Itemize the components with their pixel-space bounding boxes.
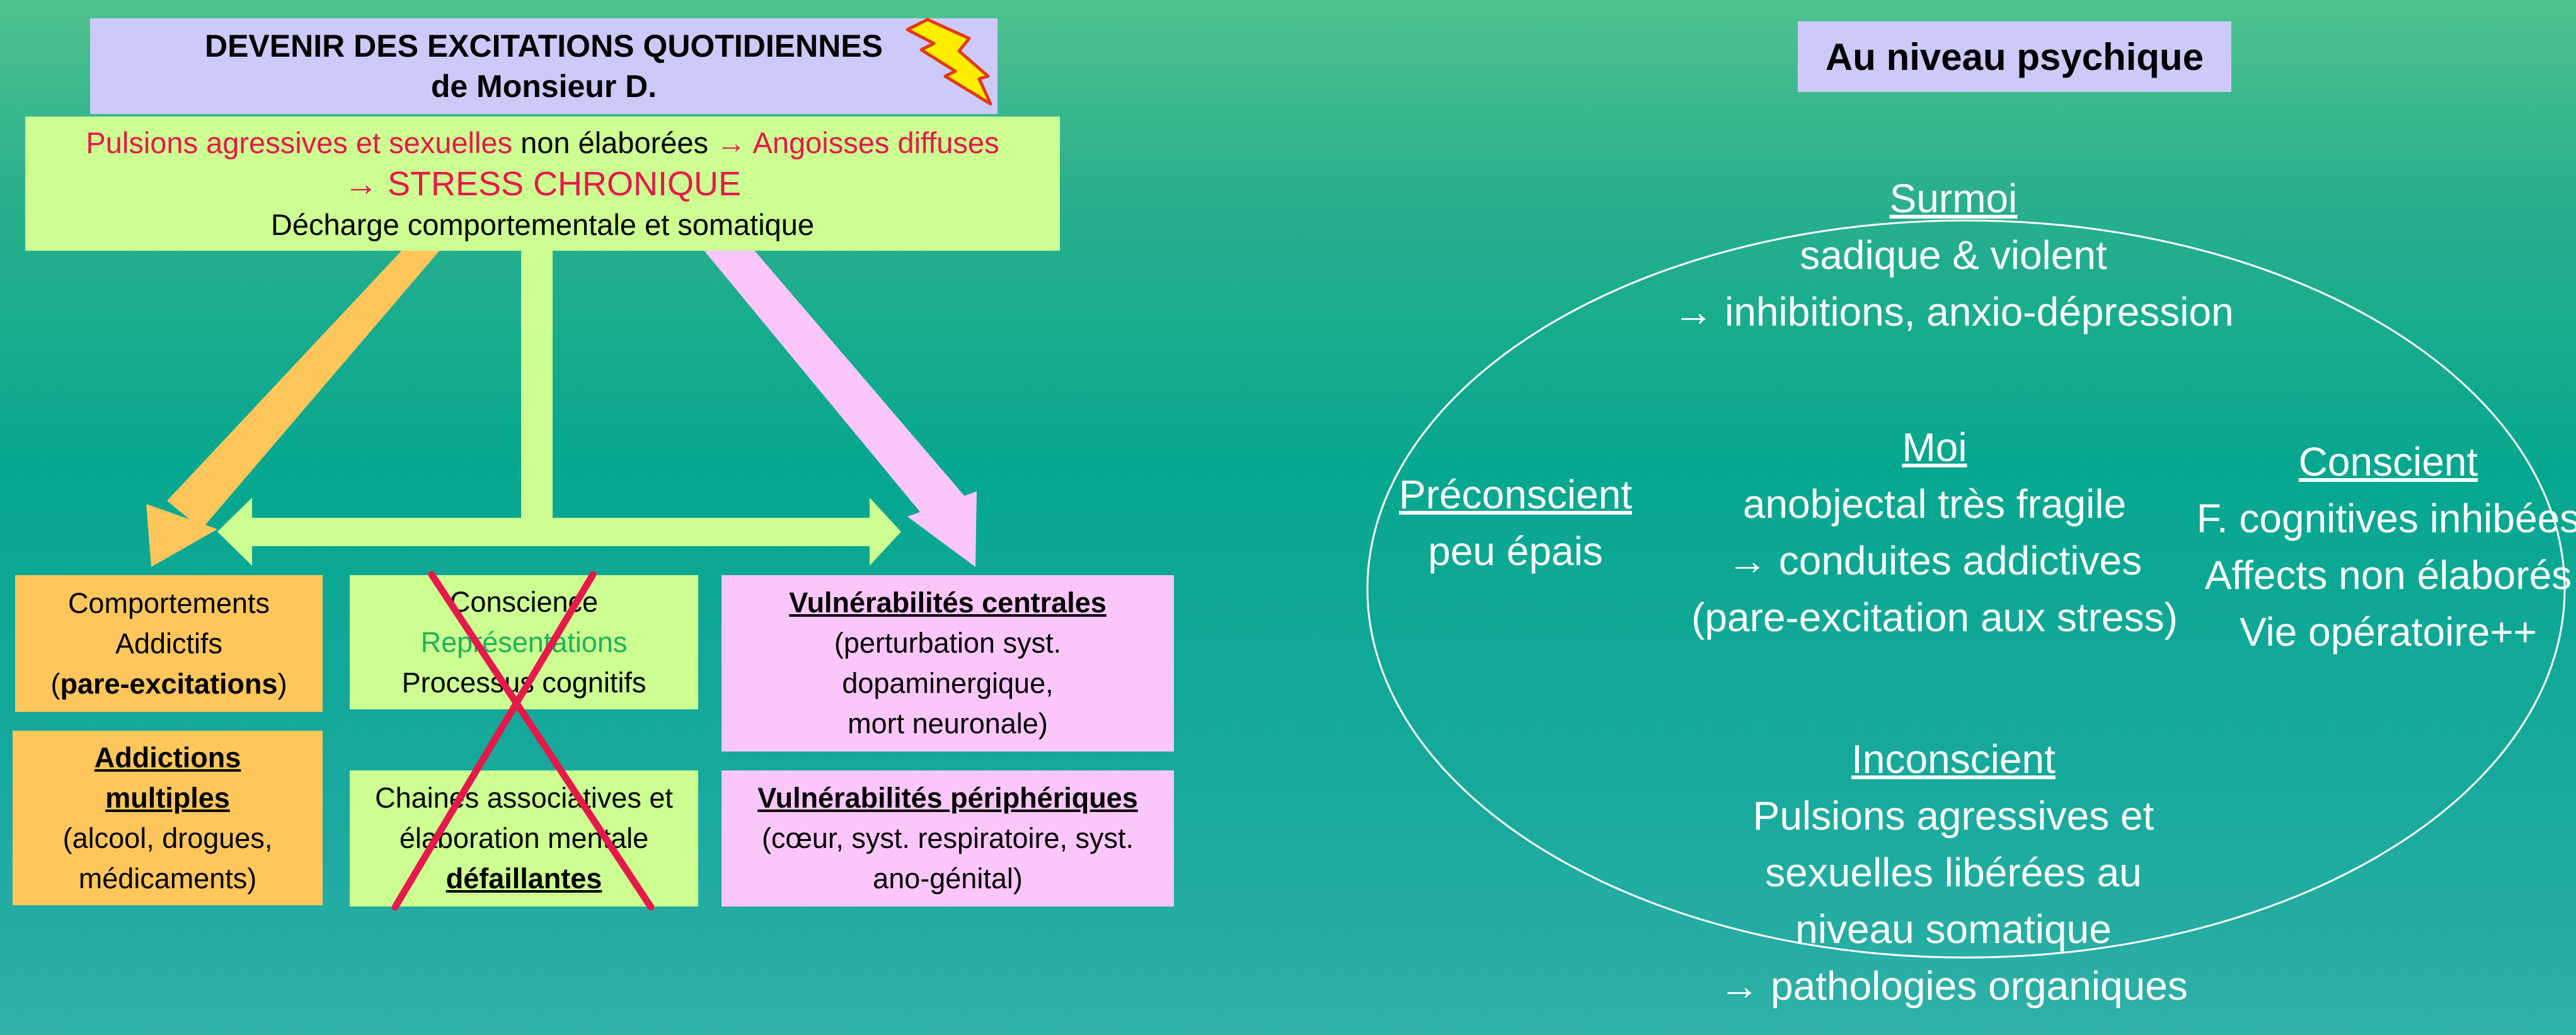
inconscient-l3: niveau somatique xyxy=(1795,906,2112,952)
addictions-multiples-box: Addictions multiples (alcool, drogues, m… xyxy=(13,731,323,905)
green-double-arrow xyxy=(217,498,901,566)
preconscient-l1: peu épais xyxy=(1428,529,1603,574)
psyche-ellipse xyxy=(1366,219,2566,959)
cross-out-mark xyxy=(391,571,655,911)
moi-l3: (pare-excitation aux stress) xyxy=(1691,595,2178,640)
vuln-centrales-l3: dopaminergique, xyxy=(842,667,1054,699)
orange-arrow xyxy=(146,249,441,567)
non-elaborees-text: non élaborées xyxy=(512,125,717,159)
vuln-centrales-l4: mort neuronale) xyxy=(848,707,1048,740)
stress-chronique: → STRESS CHRONIQUE xyxy=(343,164,742,203)
comportements-l3: (pare-excitations) xyxy=(50,664,287,704)
addictions-l3: (alcool, drogues, xyxy=(62,821,273,854)
addictions-l2: multiples xyxy=(105,781,230,814)
paren-open: ( xyxy=(50,667,60,700)
conscient-l1: F. cognitives inhibées xyxy=(2196,496,2576,541)
inconscient-l1: Pulsions agressives et xyxy=(1752,793,2154,838)
diagram-title: DEVENIR DES EXCITATIONS QUOTIDIENNES de … xyxy=(90,18,998,114)
vuln-periph-l3: ano-génital) xyxy=(873,862,1023,895)
green-stem xyxy=(521,249,553,545)
title-line-2: de Monsieur D. xyxy=(430,69,657,104)
addictions-l4: médicaments) xyxy=(78,862,257,895)
conscient-l3: Vie opératoire++ xyxy=(2239,609,2538,655)
conscient-heading: Conscient xyxy=(2298,439,2478,484)
vuln-periph-l1: Vulnérabilités périphériques xyxy=(757,782,1138,814)
arrows-layer xyxy=(146,249,977,567)
paren-close: ) xyxy=(277,667,287,700)
moi-l2: → conduites addictives xyxy=(1727,538,2142,583)
conscience-box: Conscience Représentations Processus cog… xyxy=(350,575,698,709)
moi-section: Moi anobjectal très fragile → conduites … xyxy=(1619,419,2250,646)
chaines-l1: Chaines associatives et xyxy=(375,782,673,814)
vulnerabilites-centrales-box: Vulnérabilités centrales (perturbation s… xyxy=(722,575,1174,752)
pulsions-text: Pulsions agressives et sexuelles xyxy=(86,125,513,159)
conscient-l2: Affects non élaborés xyxy=(2204,552,2572,598)
comportements-l1: Comportements xyxy=(67,586,270,619)
pare-excitations: pare-excitations xyxy=(60,667,278,700)
preconscient-section: Préconscient peu épais xyxy=(1367,466,1664,580)
pulsions-line: Pulsions agressives et sexuelles non éla… xyxy=(86,123,999,163)
addictions-l1: Addictions xyxy=(94,741,241,774)
conscient-section: Conscient F. cognitives inhibées Affects… xyxy=(2161,433,2576,660)
angoisses-text: → Angoisses diffuses xyxy=(716,125,999,159)
pink-arrow xyxy=(703,249,977,567)
vuln-centrales-l1: Vulnérabilités centrales xyxy=(789,586,1107,619)
inconscient-section: Inconscient Pulsions agressives et sexue… xyxy=(1638,731,2268,1014)
conscience-l2: Représentations xyxy=(420,626,628,658)
vuln-centrales-l2: (perturbation syst. xyxy=(834,627,1062,659)
surmoi-section: Surmoi sadique & violent → inhibitions, … xyxy=(1575,170,2332,340)
preconscient-heading: Préconscient xyxy=(1399,472,1632,517)
psychique-title: Au niveau psychique xyxy=(1798,21,2231,92)
title-line-1: DEVENIR DES EXCITATIONS QUOTIDIENNES xyxy=(204,28,883,64)
lightning-icon xyxy=(906,18,992,106)
inconscient-l2: sexuelles libérées au xyxy=(1765,850,2142,895)
inconscient-heading: Inconscient xyxy=(1851,736,2056,782)
comportements-l2: Addictifs xyxy=(115,627,223,660)
chaines-l3: défaillantes xyxy=(446,862,602,895)
inconscient-l4: → pathologies organiques xyxy=(1719,963,2188,1009)
vulnerabilites-peripheriques-box: Vulnérabilités périphériques (cœur, syst… xyxy=(722,770,1174,906)
decharge-line: Décharge comportementale et somatique xyxy=(270,207,815,241)
vuln-periph-l2: (cœur, syst. respiratoire, syst. xyxy=(761,822,1134,854)
moi-heading: Moi xyxy=(1902,425,1967,470)
surmoi-heading: Surmoi xyxy=(1889,176,2018,221)
moi-l1: anobjectal très fragile xyxy=(1742,481,2127,527)
comportements-addictifs-box: Comportements Addictifs (pare-excitation… xyxy=(15,575,323,712)
top-pulsions-box: Pulsions agressives et sexuelles non éla… xyxy=(25,117,1060,251)
surmoi-l1: sadique & violent xyxy=(1800,232,2107,278)
surmoi-l2: → inhibitions, anxio-dépression xyxy=(1673,289,2234,335)
psychique-title-text: Au niveau psychique xyxy=(1825,35,2204,78)
